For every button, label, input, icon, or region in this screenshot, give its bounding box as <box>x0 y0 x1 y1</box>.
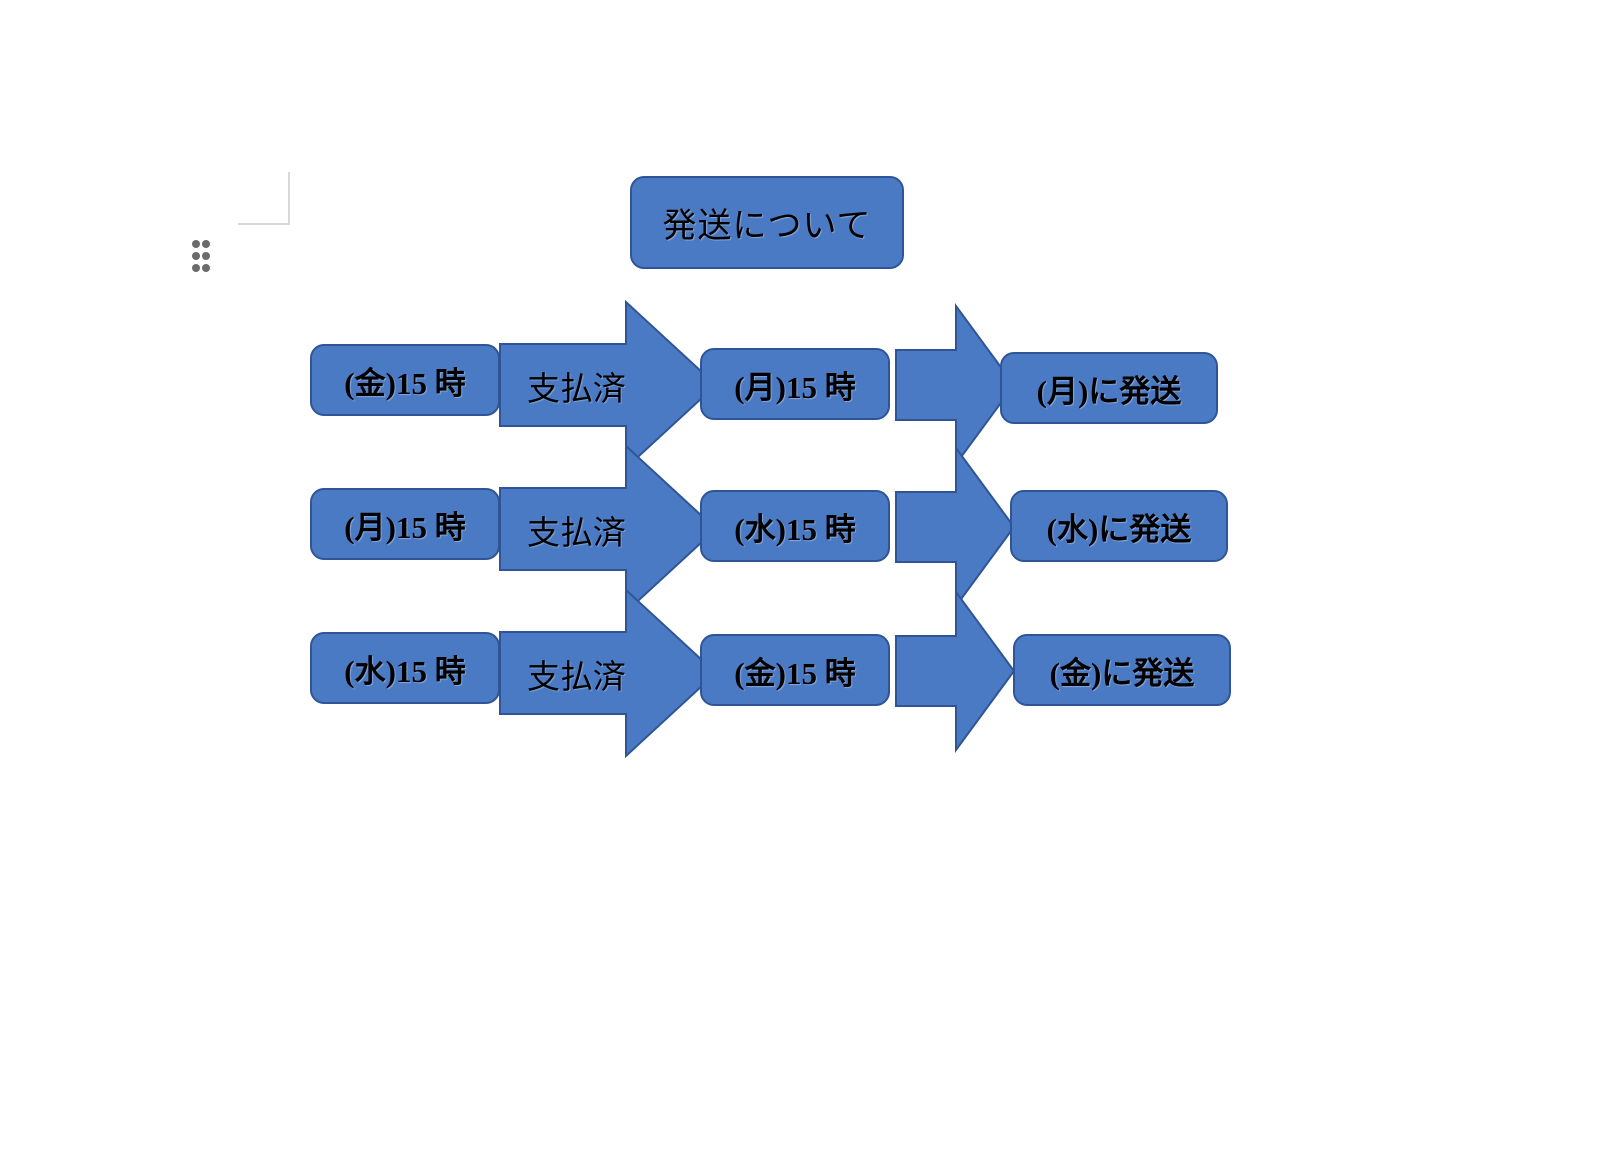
processing-box-row-1[interactable]: (月)15 時 <box>700 348 890 420</box>
arrow-shape <box>895 588 1016 754</box>
processing-box-row-3[interactable]: (金)15 時 <box>700 634 890 706</box>
payment-arrow-row-3[interactable] <box>498 587 718 759</box>
arrow-shape <box>499 587 718 759</box>
order-deadline-box-row-2[interactable]: (月)15 時 <box>310 488 500 560</box>
handle-dot <box>202 240 210 248</box>
order-deadline-box-row-1[interactable]: (金)15 時 <box>310 344 500 416</box>
diagram-title-box[interactable]: 発送について <box>630 176 904 269</box>
arrow-shape <box>895 444 1016 610</box>
shipping-arrow-row-2[interactable] <box>894 444 1016 610</box>
handle-dot <box>202 252 210 260</box>
shipping-box-row-3[interactable]: (金)に発送 <box>1013 634 1231 706</box>
processing-box-row-2[interactable]: (水)15 時 <box>700 490 890 562</box>
shipping-arrow-row-3[interactable] <box>894 588 1016 754</box>
handle-dot <box>192 264 200 272</box>
arrow-shape <box>499 299 718 471</box>
drag-handle-icon[interactable] <box>191 238 215 274</box>
shipping-box-row-1[interactable]: (月)に発送 <box>1000 352 1218 424</box>
handle-dot <box>192 240 200 248</box>
payment-arrow-row-2[interactable] <box>498 443 718 615</box>
handle-dot <box>192 252 200 260</box>
document-corner-bracket <box>238 172 290 225</box>
order-deadline-box-row-3[interactable]: (水)15 時 <box>310 632 500 704</box>
shipping-arrow-row-1[interactable] <box>894 302 1016 468</box>
arrow-shape <box>895 302 1016 468</box>
payment-arrow-row-1[interactable] <box>498 299 718 471</box>
handle-dot <box>202 264 210 272</box>
shipping-box-row-2[interactable]: (水)に発送 <box>1010 490 1228 562</box>
arrow-shape <box>499 443 718 615</box>
